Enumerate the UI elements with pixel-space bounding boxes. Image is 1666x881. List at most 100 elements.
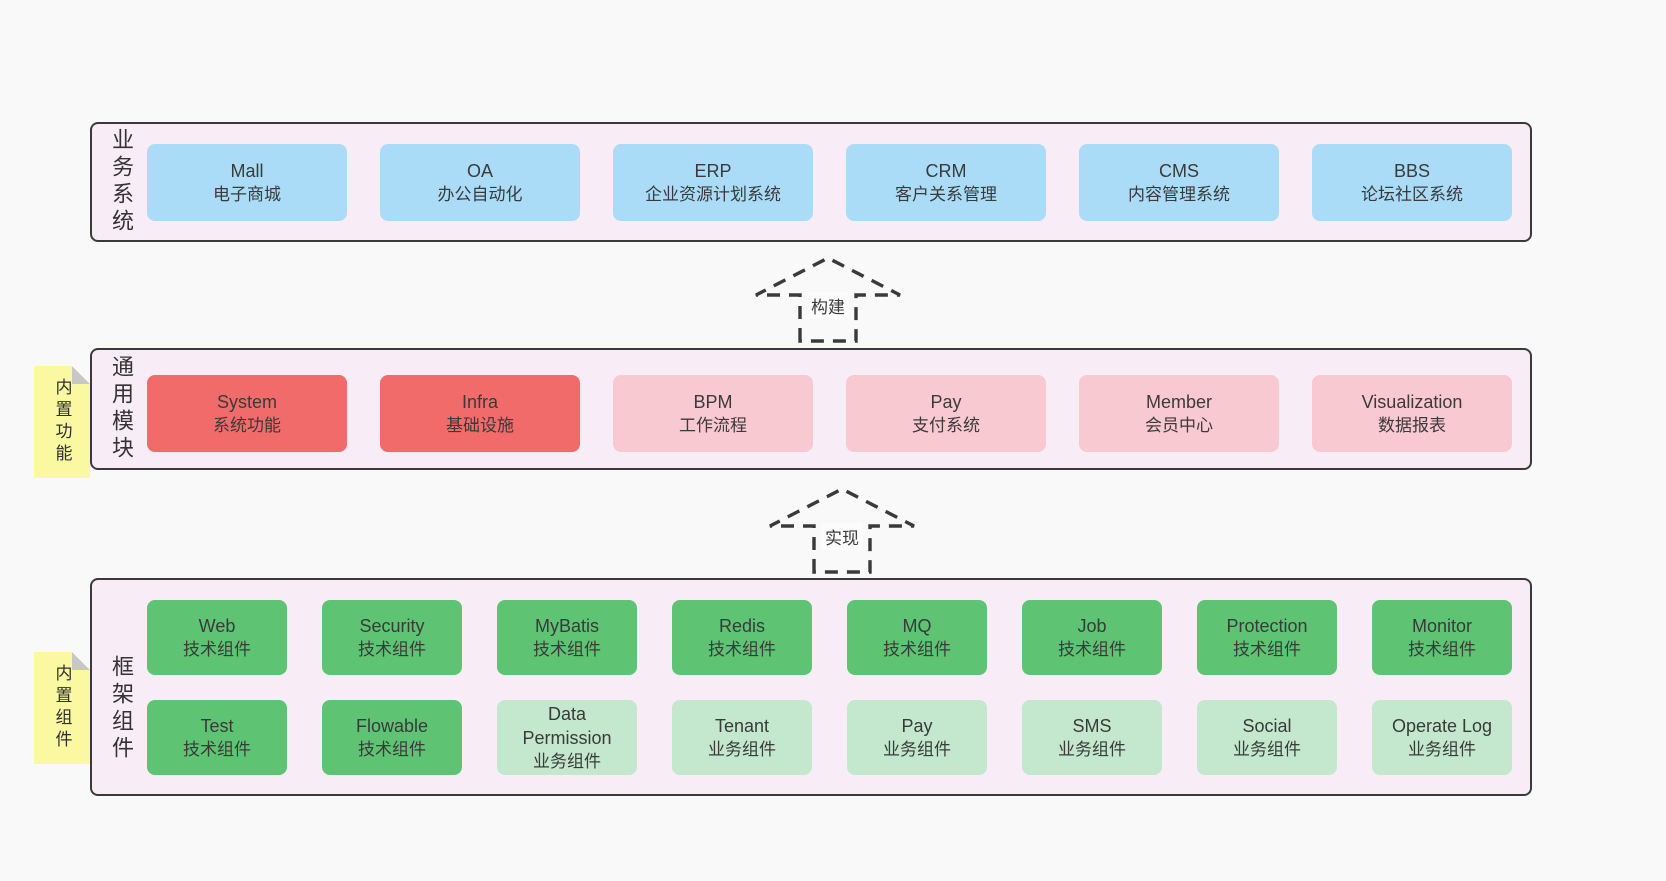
box-desc: 内容管理系统	[1128, 184, 1230, 204]
box-erp: ERP 企业资源计划系统	[613, 144, 813, 221]
box-oa: OA 办公自动化	[380, 144, 580, 221]
box-sms: SMS 业务组件	[1022, 700, 1162, 775]
layer-title-modules: 通用模块	[109, 355, 134, 463]
sticky-note-builtin-components: 内置组件	[34, 652, 90, 764]
folded-corner-icon	[72, 652, 90, 670]
dashed-up-arrow-icon	[769, 487, 915, 574]
box-name: Tenant	[714, 715, 770, 736]
box-test: Test 技术组件	[147, 700, 287, 775]
box-social: Social 业务组件	[1197, 700, 1337, 775]
box-name: BPM	[693, 391, 733, 412]
box-name: Member	[1145, 391, 1212, 412]
modules-box-row: System 系统功能 Infra 基础设施 BPM 工作流程 Pay 支付系统…	[147, 375, 1512, 452]
box-name: Protection	[1226, 615, 1308, 636]
box-desc: 业务组件	[533, 751, 601, 771]
box-mybatis: MyBatis 技术组件	[497, 600, 637, 675]
box-desc: 电子商城	[213, 184, 281, 204]
box-cms: CMS 内容管理系统	[1079, 144, 1279, 221]
box-name: BBS	[1393, 160, 1431, 181]
box-desc: 技术组件	[883, 639, 951, 659]
layer-title-components: 框架组件	[109, 655, 134, 763]
box-operate-log: Operate Log 业务组件	[1372, 700, 1512, 775]
box-desc: 基础设施	[446, 415, 514, 435]
box-monitor: Monitor 技术组件	[1372, 600, 1512, 675]
box-desc: 技术组件	[533, 639, 601, 659]
box-security: Security 技术组件	[322, 600, 462, 675]
box-bpm: BPM 工作流程	[613, 375, 813, 452]
note-text: 内置功能	[52, 378, 72, 466]
box-name: Operate Log	[1391, 715, 1493, 736]
box-desc: 论坛社区系统	[1361, 184, 1463, 204]
box-desc: 业务组件	[883, 739, 951, 759]
box-desc: 系统功能	[213, 415, 281, 435]
box-name: Flowable	[355, 715, 429, 736]
box-name: Infra	[461, 391, 499, 412]
box-name: CRM	[925, 160, 967, 181]
box-mall: Mall 电子商城	[147, 144, 347, 221]
box-desc: 技术组件	[358, 639, 426, 659]
box-data-permission: Data Permission 业务组件	[497, 700, 637, 775]
box-name: MyBatis	[534, 615, 599, 636]
box-name: Visualization	[1361, 391, 1463, 412]
box-web: Web 技术组件	[147, 600, 287, 675]
box-desc: 客户关系管理	[895, 184, 997, 204]
box-desc: 技术组件	[183, 739, 251, 759]
box-name: SMS	[1072, 715, 1112, 736]
box-name: CMS	[1159, 160, 1199, 181]
folded-corner-icon	[72, 366, 90, 384]
box-desc: 业务组件	[1233, 739, 1301, 759]
box-job: Job 技术组件	[1022, 600, 1162, 675]
box-name: Web	[198, 615, 236, 636]
box-flowable: Flowable 技术组件	[322, 700, 462, 775]
box-name: Security	[359, 615, 425, 636]
box-name: OA	[466, 160, 493, 181]
business-box-row: Mall 电子商城 OA 办公自动化 ERP 企业资源计划系统 CRM 客户关系…	[147, 144, 1512, 221]
box-desc: 技术组件	[1408, 639, 1476, 659]
box-desc: 业务组件	[1058, 739, 1126, 759]
box-pay-module: Pay 支付系统	[846, 375, 1046, 452]
arrow-up-implement: 实现	[766, 486, 918, 576]
box-name: Pay	[901, 715, 933, 736]
box-desc: 企业资源计划系统	[645, 184, 781, 204]
box-desc: 支付系统	[912, 415, 980, 435]
arrow-label-implement: 实现	[821, 523, 863, 550]
box-desc: 工作流程	[679, 415, 747, 435]
sticky-note-builtin-functions: 内置功能	[34, 366, 90, 478]
box-visualization: Visualization 数据报表	[1312, 375, 1512, 452]
box-protection: Protection 技术组件	[1197, 600, 1337, 675]
box-name: Test	[200, 715, 234, 736]
box-desc: 业务组件	[1408, 739, 1476, 759]
box-name: Mall	[230, 160, 264, 181]
layer-framework-components: 框架组件 Web 技术组件 Security 技术组件 MyBatis 技术组件…	[90, 578, 1532, 796]
arrow-label-build: 构建	[807, 292, 849, 319]
box-name: Monitor	[1411, 615, 1473, 636]
layer-business-systems: 业务系统 Mall 电子商城 OA 办公自动化 ERP 企业资源计划系统 CRM…	[90, 122, 1532, 242]
box-desc: 技术组件	[1233, 639, 1301, 659]
box-desc: 会员中心	[1145, 415, 1213, 435]
note-text: 内置组件	[52, 664, 72, 752]
layer-common-modules: 通用模块 System 系统功能 Infra 基础设施 BPM 工作流程 Pay…	[90, 348, 1532, 470]
box-name: Data Permission	[522, 703, 612, 748]
box-desc: 业务组件	[708, 739, 776, 759]
box-bbs: BBS 论坛社区系统	[1312, 144, 1512, 221]
components-box-row-1: Web 技术组件 Security 技术组件 MyBatis 技术组件 Redi…	[147, 600, 1512, 675]
box-desc: 技术组件	[358, 739, 426, 759]
components-box-row-2: Test 技术组件 Flowable 技术组件 Data Permission …	[147, 700, 1512, 775]
box-infra: Infra 基础设施	[380, 375, 580, 452]
box-name: ERP	[694, 160, 732, 181]
box-name: Job	[1077, 615, 1107, 636]
box-desc: 技术组件	[708, 639, 776, 659]
box-name: System	[216, 391, 277, 412]
box-desc: 办公自动化	[437, 184, 523, 204]
box-name: Redis	[718, 615, 766, 636]
box-tenant: Tenant 业务组件	[672, 700, 812, 775]
box-member: Member 会员中心	[1079, 375, 1279, 452]
box-name: Social	[1242, 715, 1292, 736]
box-name: Pay	[930, 391, 962, 412]
box-desc: 技术组件	[1058, 639, 1126, 659]
box-redis: Redis 技术组件	[672, 600, 812, 675]
box-desc: 数据报表	[1378, 415, 1446, 435]
dashed-up-arrow-icon	[755, 256, 901, 343]
box-pay-component: Pay 业务组件	[847, 700, 987, 775]
